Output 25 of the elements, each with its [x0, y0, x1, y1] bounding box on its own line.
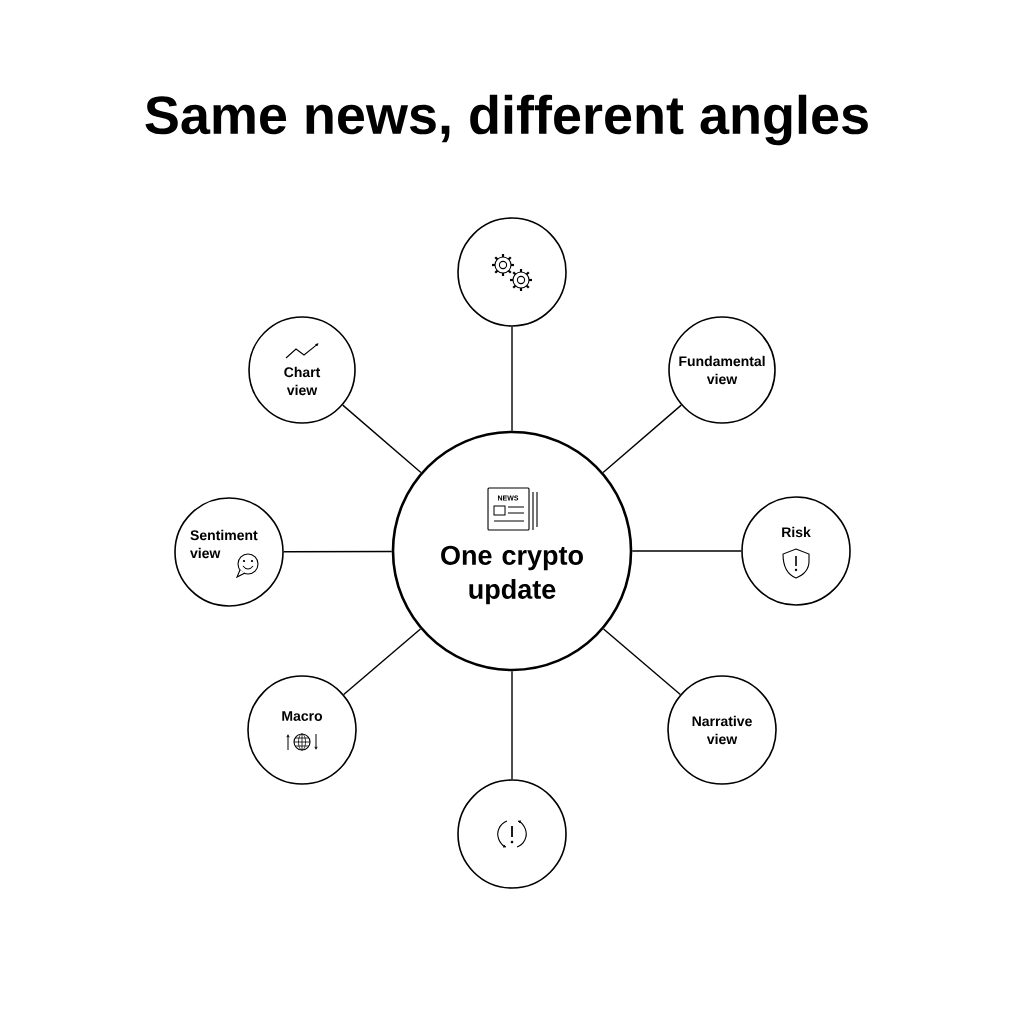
title: Same news, different angles	[145, 94, 868, 146]
connector-line	[283, 550, 393, 553]
view-circle	[667, 675, 777, 785]
view-circle	[457, 217, 567, 327]
view-label: Chart view	[284, 366, 321, 396]
connector-line	[511, 670, 513, 780]
view-circle	[248, 316, 356, 424]
view-circle	[741, 496, 851, 606]
view-label: Fundamental view	[679, 355, 765, 385]
connector-line	[602, 628, 681, 696]
view-label: Macro	[282, 711, 323, 721]
view-circle	[174, 497, 284, 607]
view-circle	[668, 316, 776, 424]
connector-line	[631, 550, 742, 552]
connector-line	[342, 404, 422, 474]
connector-line	[343, 628, 422, 696]
view-label: Narrative view	[692, 715, 752, 745]
view-circle	[247, 675, 357, 785]
connector-line	[602, 404, 682, 474]
hub-label: One crypto update	[441, 545, 583, 605]
connector-line	[511, 326, 513, 432]
view-label: Sentiment view	[190, 529, 258, 559]
hub-circle	[391, 430, 633, 672]
view-circle	[457, 779, 567, 889]
view-label: Risk	[782, 526, 811, 538]
